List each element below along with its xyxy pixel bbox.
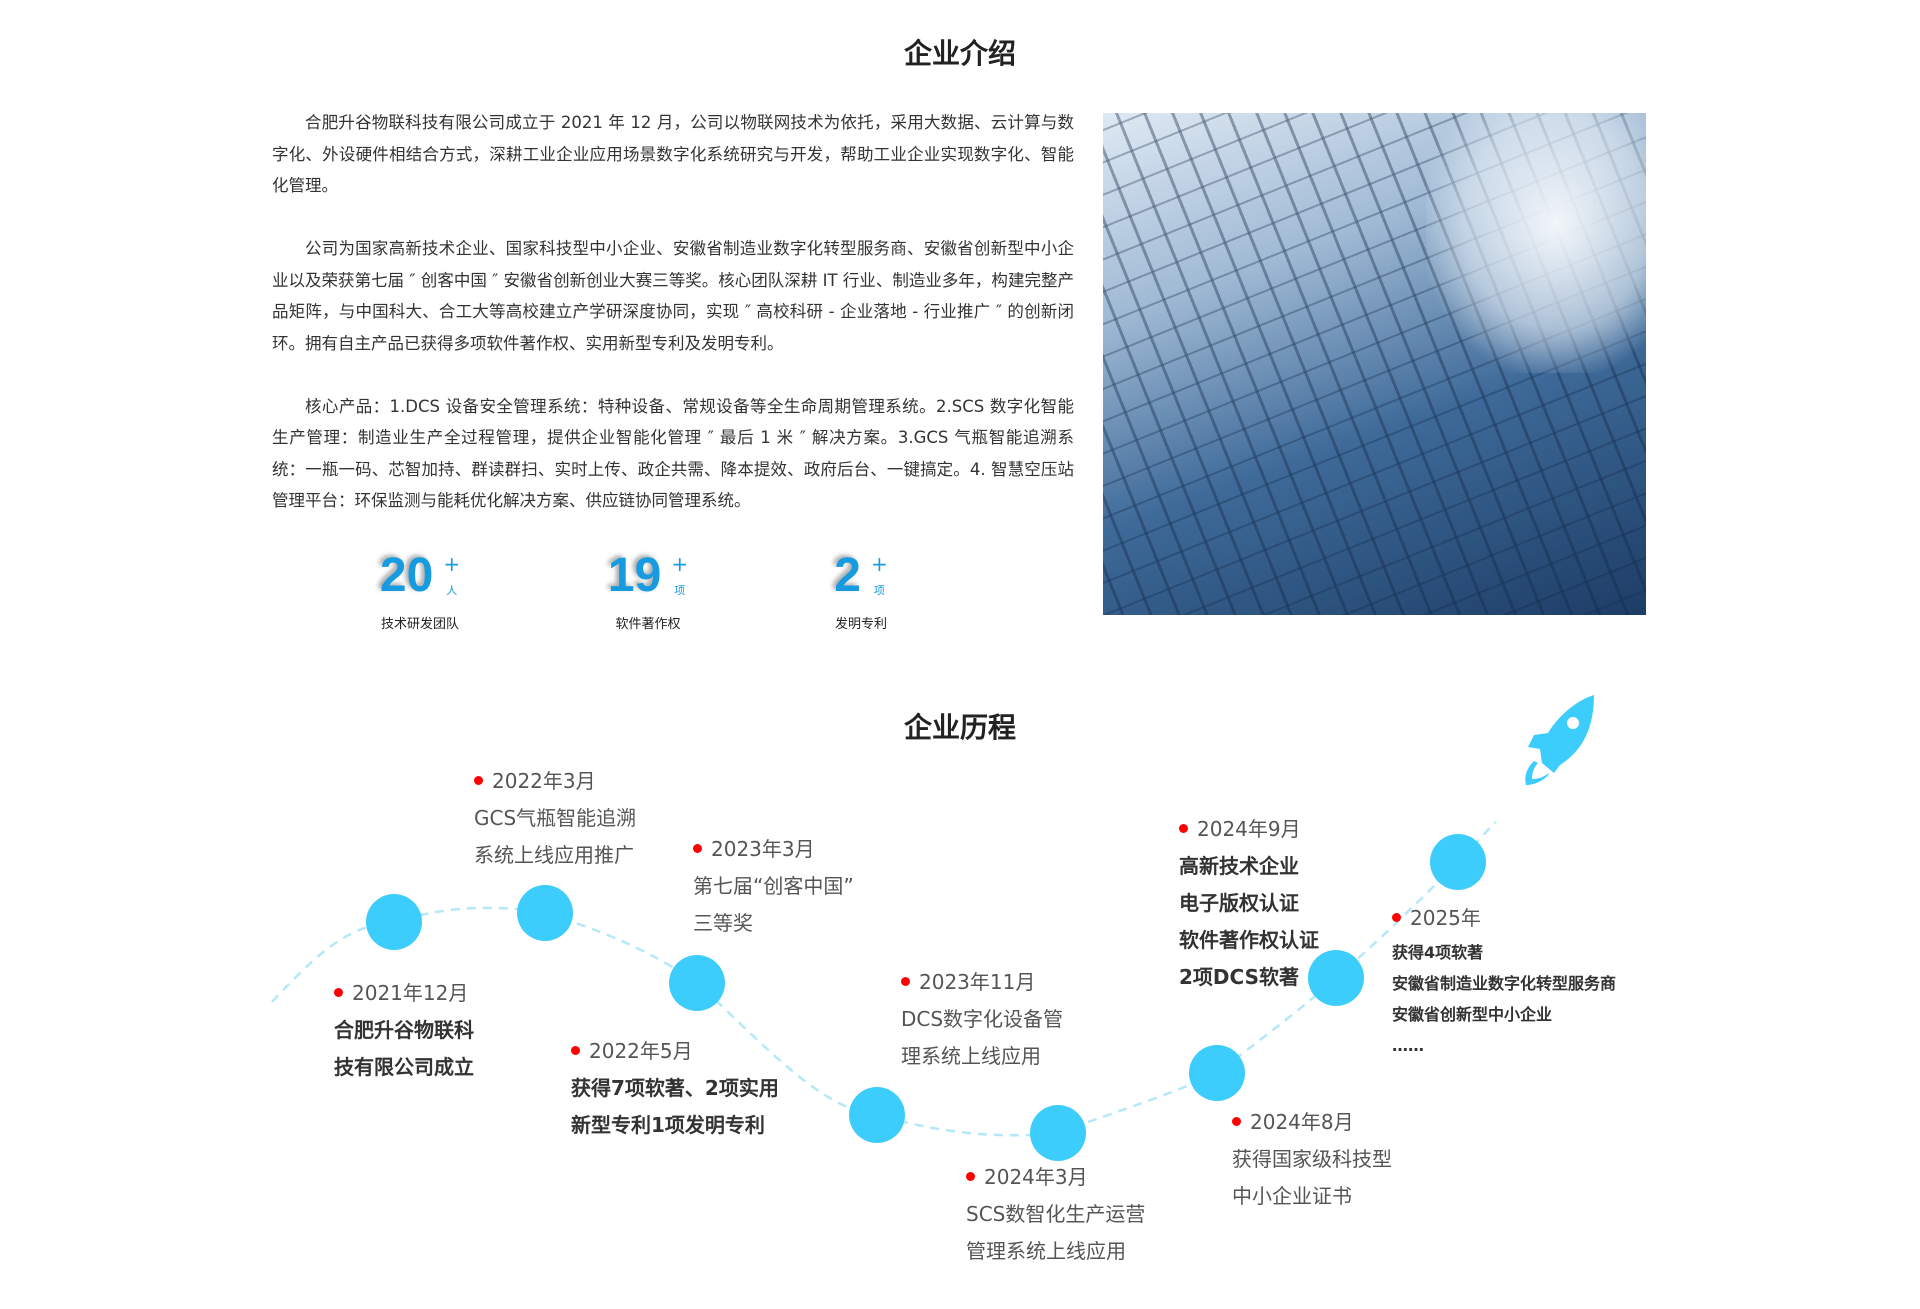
timeline-date: 2022年3月 [492,769,596,793]
rocket-icon [1525,695,1594,785]
marker-dot [474,776,483,785]
marker-dot [901,977,910,986]
timeline-item: 2022年5月 获得7项软著、2项实用 新型专利1项发明专利 [571,1033,779,1144]
timeline-node [1189,1045,1245,1101]
timeline-text: SCS数智化生产运营 [966,1202,1146,1226]
timeline-text: 技有限公司成立 [334,1055,474,1079]
timeline-text: …… [1392,1036,1424,1055]
marker-dot [693,844,702,853]
intro-text: 合肥升谷物联科技有限公司成立于 2021 年 12 月，公司以物联网技术为依托，… [272,107,1074,548]
timeline-node [517,885,573,941]
timeline-node [669,955,725,1011]
timeline-date: 2022年5月 [589,1039,693,1063]
history-title: 企业历程 [903,711,1016,744]
timeline-date: 2024年3月 [984,1165,1088,1189]
intro-paragraph: 核心产品：1.DCS 设备安全管理系统：特种设备、常规设备等全生命周期管理系统。… [272,396,1074,511]
timeline-node [1030,1105,1086,1161]
timeline-text: 中小企业证书 [1232,1184,1352,1208]
stat-patent: 2 + 项 发明专利 [761,548,961,632]
timeline-text: 安徽省创新型中小企业 [1392,1005,1553,1024]
timeline-item: 2025年 获得4项软著 安徽省制造业数字化转型服务商 安徽省创新型中小企业 …… [1392,900,1616,1061]
timeline-text: 获得7项软著、2项实用 [571,1076,779,1100]
timeline-node [1430,834,1486,890]
timeline-item: 2022年3月 GCS气瓶智能追溯 系统上线应用推广 [474,763,636,874]
stat-number: 2 [834,549,861,602]
timeline-node [1308,950,1364,1006]
timeline-text: 获得国家级科技型 [1232,1147,1392,1171]
timeline-text: 获得4项软著 [1392,943,1484,962]
marker-dot [1179,824,1188,833]
timeline-date: 2021年12月 [352,981,469,1005]
timeline-item: 2023年3月 第七届“创客中国” 三等奖 [693,831,854,942]
timeline-item: 2021年12月 合肥升谷物联科 技有限公司成立 [334,975,474,1086]
marker-dot [334,988,343,997]
marker-dot [1392,913,1401,922]
stat-unit: 项 [674,584,686,597]
marker-dot [966,1172,975,1181]
stat-label: 技术研发团队 [380,617,459,632]
timeline-text: 理系统上线应用 [901,1044,1041,1068]
timeline-item: 2023年11月 DCS数字化设备管 理系统上线应用 [901,964,1063,1075]
timeline-text: 软件著作权认证 [1179,928,1319,952]
timeline-date: 2025年 [1410,906,1481,930]
building-photo [1103,113,1646,615]
timeline-date: 2024年8月 [1250,1110,1354,1134]
timeline-node [366,894,422,950]
timeline-text: 第七届“创客中国” [693,874,854,898]
stat-software: 19 + 项 软件著作权 [548,548,748,632]
stat-number: 19 [607,549,662,602]
intro-paragraph: 合肥升谷物联科技有限公司成立于 2021 年 12 月，公司以物联网技术为依托，… [272,113,1074,195]
timeline-text: DCS数字化设备管 [901,1007,1064,1031]
stat-plus: + [443,552,461,576]
timeline-date: 2024年9月 [1197,817,1301,841]
timeline-text: 高新技术企业 [1179,854,1299,878]
stat-team: 20 + 人 技术研发团队 [320,548,520,632]
stat-unit: 人 [446,584,458,597]
timeline-text: 新型专利1项发明专利 [571,1113,765,1137]
timeline-text: 三等奖 [693,911,753,935]
stat-label: 软件著作权 [615,617,681,632]
stat-plus: + [870,552,888,576]
stat-label: 发明专利 [834,617,887,632]
timeline-text: 安徽省制造业数字化转型服务商 [1392,974,1617,993]
intro-paragraph: 公司为国家高新技术企业、国家科技型中小企业、安徽省制造业数字化转型服务商、安徽省… [272,239,1074,353]
stat-unit: 项 [873,584,885,597]
timeline-date: 2023年3月 [711,837,815,861]
stat-plus: + [671,552,689,576]
timeline-text: 合肥升谷物联科 [334,1018,474,1042]
timeline-text: 电子版权认证 [1179,891,1299,915]
timeline-text: 系统上线应用推广 [474,843,634,867]
timeline-text: 2项DCS软著 [1179,965,1299,989]
timeline-node [849,1087,905,1143]
timeline-item: 2024年8月 获得国家级科技型 中小企业证书 [1232,1104,1392,1215]
timeline-text: 管理系统上线应用 [966,1239,1126,1263]
timeline-item: 2024年3月 SCS数智化生产运营 管理系统上线应用 [966,1159,1145,1270]
stat-number: 20 [379,549,434,602]
marker-dot [571,1046,580,1055]
timeline-item: 2024年9月 高新技术企业 电子版权认证 软件著作权认证 2项DCS软著 [1179,811,1319,996]
intro-title: 企业介绍 [903,37,1016,70]
timeline-text: GCS气瓶智能追溯 [474,806,637,830]
marker-dot [1232,1117,1241,1126]
timeline-date: 2023年11月 [919,970,1036,994]
